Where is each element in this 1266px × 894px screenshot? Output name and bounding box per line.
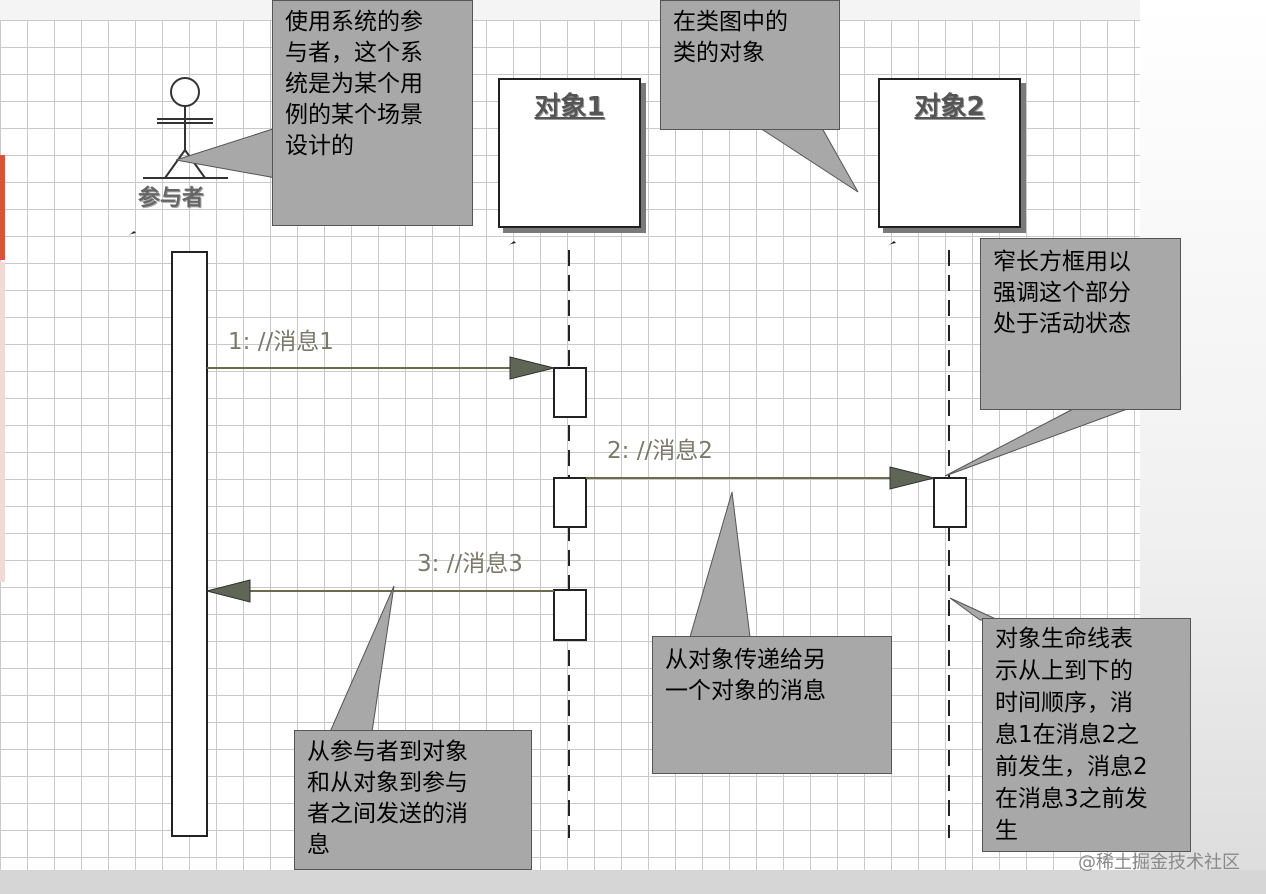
actor-activation-bar <box>171 251 208 837</box>
activation-note-tail <box>944 407 1131 477</box>
object1-activation-3 <box>553 589 587 641</box>
object1-box: 对象1 <box>498 78 641 228</box>
actor-note-tail <box>175 127 277 179</box>
actor-note: 使用系统的参 与者，这个系 统是为某个用 例的某个场景 设计的 <box>272 0 473 226</box>
object1-activation-1 <box>553 367 587 418</box>
object1-activation-2 <box>553 477 587 528</box>
class-note: 在类图中的 类的对象 <box>660 0 840 130</box>
message-3-label: 3: //消息3 <box>417 551 523 577</box>
message-2-arrow <box>586 466 935 490</box>
between-note: 从参与者到对象 和从对象到参与 者之间发送的消 息 <box>294 730 532 870</box>
message-1-arrow <box>207 356 555 380</box>
object2-activation <box>933 477 967 528</box>
activation-note: 窄长方框用以 强调这个部分 处于活动状态 <box>980 238 1181 410</box>
anchor-marker-actor <box>128 231 136 236</box>
lifeline-note: 对象生命线表 示从上到下的 时间顺序，消 息1在消息2之 前发生，消息2 在消息… <box>982 618 1191 852</box>
bottom-band <box>0 870 1266 894</box>
anchor-marker-object1 <box>508 241 516 246</box>
message-2-label: 2: //消息2 <box>607 438 713 464</box>
class-note-tail <box>758 127 859 193</box>
anchor-marker-object2 <box>888 241 896 246</box>
object2-title: 对象2 <box>914 92 985 122</box>
message-note-tail <box>689 491 751 638</box>
watermark: @稀土掘金技术社区 <box>1078 852 1240 873</box>
object1-title: 对象1 <box>534 92 605 122</box>
lifeline-note-tail <box>949 597 999 621</box>
message-note: 从对象传递给另 一个对象的消息 <box>652 636 892 774</box>
actor-label: 参与者 <box>138 186 205 211</box>
between-note-tail <box>329 585 395 733</box>
anchor-markers <box>128 231 896 246</box>
message-1-label: 1: //消息1 <box>228 329 334 355</box>
actor-figure <box>143 77 228 179</box>
left-accent-bar-light <box>0 262 5 582</box>
left-accent-bar <box>0 155 5 260</box>
object2-box: 对象2 <box>878 78 1021 228</box>
message-3-arrow <box>206 579 554 603</box>
